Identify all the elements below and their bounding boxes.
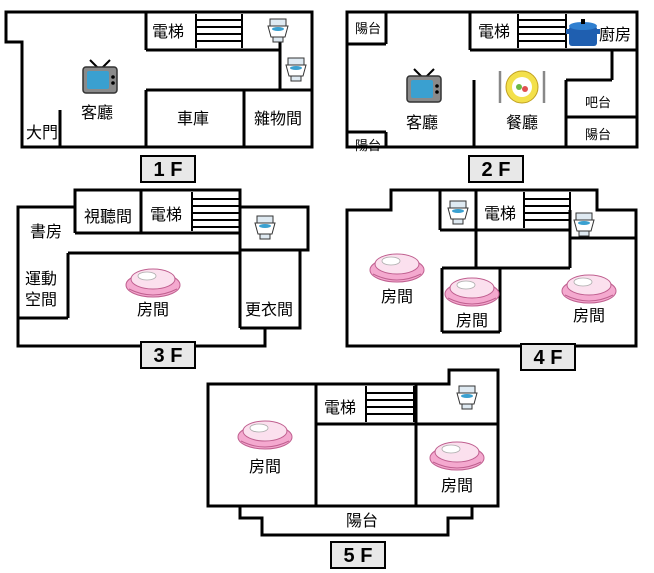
staircase	[195, 14, 243, 48]
room-label-bedroom: 房間	[441, 476, 473, 495]
room-label-living: 客廳	[81, 103, 113, 122]
room-label-dining: 餐廳	[506, 113, 538, 132]
toilet-icon	[267, 18, 289, 43]
floor-badge-4f: 4 F	[520, 343, 576, 371]
room-label-balcony: 陽台	[355, 139, 381, 154]
bed-icon	[444, 277, 500, 307]
room-label-bedroom: 房間	[137, 300, 169, 319]
floor-badge-3f: 3 F	[140, 341, 196, 369]
dinner-plate-icon	[498, 69, 546, 105]
bed-icon	[369, 253, 425, 283]
bed-icon	[125, 268, 181, 298]
room-label-elevator: 電梯	[150, 205, 182, 224]
room-label-bedroom: 房間	[381, 287, 413, 306]
room-label-av-room: 視聽間	[84, 207, 132, 226]
floor-1f: 電梯 客廳 車庫 雜物間 大門 1 F	[4, 10, 314, 183]
bed-icon	[561, 274, 617, 304]
room-label-garage: 車庫	[177, 109, 209, 128]
staircase	[517, 14, 567, 48]
room-label-balcony: 陽台	[355, 22, 381, 37]
room-label-bedroom: 房間	[249, 457, 281, 476]
room-label-kitchen: 廚房	[599, 25, 631, 44]
room-label-balcony: 陽台	[585, 128, 611, 143]
svg-text:3 F: 3 F	[154, 345, 183, 367]
toilet-icon	[285, 57, 307, 82]
room-label-gate: 大門	[26, 123, 58, 142]
tv-icon	[406, 68, 442, 103]
room-label-gym: 運動	[25, 269, 57, 288]
room-label-bedroom: 房間	[573, 306, 605, 325]
room-label-storage: 雜物間	[254, 109, 302, 128]
tv-icon	[82, 59, 118, 94]
floor-5f: 電梯 房間 房間 陽台 5 F	[206, 368, 500, 569]
toilet-icon	[447, 200, 469, 225]
bed-icon	[237, 420, 293, 450]
svg-text:1 F: 1 F	[154, 159, 183, 181]
svg-text:5 F: 5 F	[344, 545, 373, 567]
floor-badge-1f: 1 F	[140, 155, 196, 183]
staircase	[365, 386, 415, 422]
floor-2f: 陽台 電梯 廚房 客廳 餐廳 吧台 陽台 陽台 2 F	[345, 10, 639, 183]
room-label-living: 客廳	[406, 113, 438, 132]
svg-text:4 F: 4 F	[534, 347, 563, 369]
staircase	[523, 192, 571, 228]
bed-icon	[429, 441, 485, 471]
room-label-elevator: 電梯	[484, 204, 516, 223]
room-label-elevator: 電梯	[324, 398, 356, 417]
toilet-icon	[573, 212, 595, 237]
svg-text:2 F: 2 F	[482, 159, 511, 181]
room-label-elevator: 電梯	[478, 22, 510, 41]
room-label-gym: 空間	[25, 290, 57, 309]
room-label-closet: 更衣間	[245, 300, 293, 319]
toilet-icon	[254, 215, 276, 240]
cooking-pot-icon	[566, 19, 600, 46]
staircase	[191, 192, 241, 231]
floor-4f: 電梯 房間 房間 房間 4 F	[345, 188, 638, 371]
room-label-elevator: 電梯	[152, 22, 184, 41]
room-label-study: 書房	[30, 222, 62, 241]
room-label-bedroom: 房間	[456, 311, 488, 330]
toilet-icon	[456, 385, 478, 410]
floor-badge-5f: 5 F	[330, 541, 386, 569]
room-label-balcony: 陽台	[346, 511, 378, 530]
floor-3f: 書房 視聽間 電梯 運動 空間 房間 更衣間 3 F	[16, 188, 310, 369]
floor-badge-2f: 2 F	[468, 155, 524, 183]
room-label-bar: 吧台	[585, 96, 611, 111]
